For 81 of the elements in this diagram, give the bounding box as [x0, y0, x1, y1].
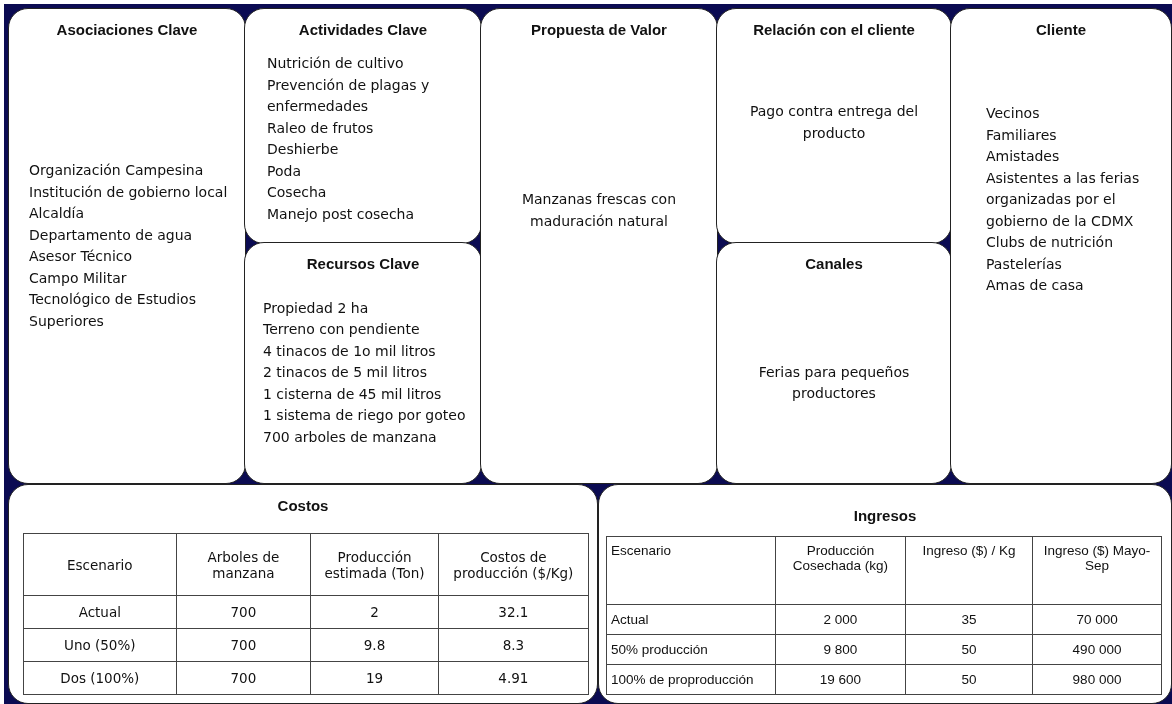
canvas-panel	[716, 8, 952, 244]
list-item: Alcaldía	[29, 204, 85, 223]
canvas-panel	[950, 8, 1172, 484]
list-item: Nutrición de cultivo	[267, 54, 405, 73]
canvas-panel	[598, 484, 1172, 704]
canvas-panel	[244, 8, 482, 244]
table-cell: 32.1	[438, 595, 589, 629]
section-heading: Canales	[805, 255, 863, 272]
list-item: 4 tinacos de 1o mil litros	[263, 341, 437, 361]
list-item: Institución de gobierno local	[29, 182, 229, 202]
list-item: Clubs de nutrición	[986, 233, 1115, 252]
list-item: Pago contra entrega del producto	[748, 102, 920, 143]
list-item: Amistades	[986, 147, 1061, 166]
table-cell: Ingreso ($) / Kg	[905, 536, 1033, 605]
table-cell: 2	[310, 595, 439, 629]
table-cell: 700	[176, 661, 311, 695]
canvas-panel	[8, 8, 246, 484]
table-cell: 100% de proproducción	[606, 664, 776, 695]
table-cell: 490 000	[1032, 634, 1162, 665]
section-heading: Ingresos	[853, 507, 917, 524]
table-cell: Costos de producción ($/Kg)	[438, 533, 589, 596]
list-item: Familiares	[986, 125, 1058, 145]
table-cell: Producción estimada (Ton)	[310, 533, 439, 596]
list-item: Asistentes a las ferias organizadas por el gobierno de la CDMX	[986, 168, 1141, 231]
section-heading: Cliente	[1036, 21, 1086, 38]
section-heading: Costos	[277, 497, 329, 514]
list-item: Propiedad 2 ha	[263, 298, 370, 318]
table-cell: 50% producción	[606, 634, 776, 665]
list-item: Terreno con pendiente	[263, 320, 421, 340]
canvas-panel	[716, 242, 952, 484]
list-item: 1 cisterna de 45 mil litros	[263, 384, 443, 404]
list-item: Organización Campesina	[29, 161, 205, 180]
list-item: Manzanas frescas con maduración natural	[520, 190, 678, 231]
table-cell: 700	[176, 628, 311, 662]
list-item: Raleo de frutos	[267, 118, 375, 138]
list-item: Poda	[267, 161, 302, 181]
table-cell: 4.91	[438, 661, 589, 695]
table-cell: Uno (50%)	[23, 628, 177, 662]
list-item: 2 tinacos de 5 mil litros	[263, 363, 428, 383]
table-cell: Escenario	[23, 533, 177, 596]
table-cell: Ingreso ($) Mayo-Sep	[1032, 536, 1162, 605]
section-heading: Propuesta de Valor	[531, 21, 667, 38]
list-item: Amas de casa	[986, 276, 1085, 295]
list-item: 700 arboles de manzana	[263, 427, 438, 447]
section-heading: Relación con el cliente	[753, 21, 915, 38]
list-item: Ferias para pequeños productores	[757, 362, 911, 403]
section-heading: Recursos Clave	[306, 255, 420, 272]
table-cell: 70 000	[1032, 604, 1162, 635]
section-heading: Asociaciones Clave	[56, 21, 198, 38]
list-item: 1 sistema de riego por goteo	[263, 406, 467, 426]
table-cell: 8.3	[438, 628, 589, 662]
table-cell: Actual	[606, 604, 776, 635]
list-item: Vecinos	[986, 104, 1041, 123]
canvas-panel	[8, 484, 598, 704]
list-item: Manejo post cosecha	[267, 204, 416, 224]
list-item: Prevención de plagas y enfermedades	[267, 75, 431, 116]
canvas-panel	[480, 8, 718, 484]
list-item: Pastelerías	[986, 254, 1063, 274]
table-cell: 9 800	[775, 634, 906, 665]
table-cell: Arboles de manzana	[176, 533, 311, 596]
table-cell: 2 000	[775, 604, 906, 635]
table-cell: Producción Cosechada (kg)	[775, 536, 906, 605]
table-cell: 19	[310, 661, 439, 695]
table-cell: 9.8	[310, 628, 439, 662]
table-cell: Escenario	[606, 536, 776, 605]
table-cell: 50	[905, 664, 1033, 695]
section-heading: Actividades Clave	[298, 21, 428, 38]
table-cell: 19 600	[775, 664, 906, 695]
list-item: Departamento de agua	[29, 225, 194, 245]
list-item: Tecnológico de Estudios Superiores	[29, 290, 197, 331]
canvas-panel	[244, 242, 482, 484]
list-item: Asesor Técnico	[29, 247, 134, 266]
list-item: Deshierbe	[267, 140, 340, 159]
table-cell: 50	[905, 634, 1033, 665]
table-cell: 980 000	[1032, 664, 1162, 695]
table-cell: 35	[905, 604, 1033, 635]
table-cell: 700	[176, 595, 311, 629]
list-item: Cosecha	[267, 183, 328, 202]
list-item: Campo Militar	[29, 268, 128, 288]
table-cell: Actual	[23, 595, 177, 629]
table-cell: Dos (100%)	[23, 661, 177, 695]
